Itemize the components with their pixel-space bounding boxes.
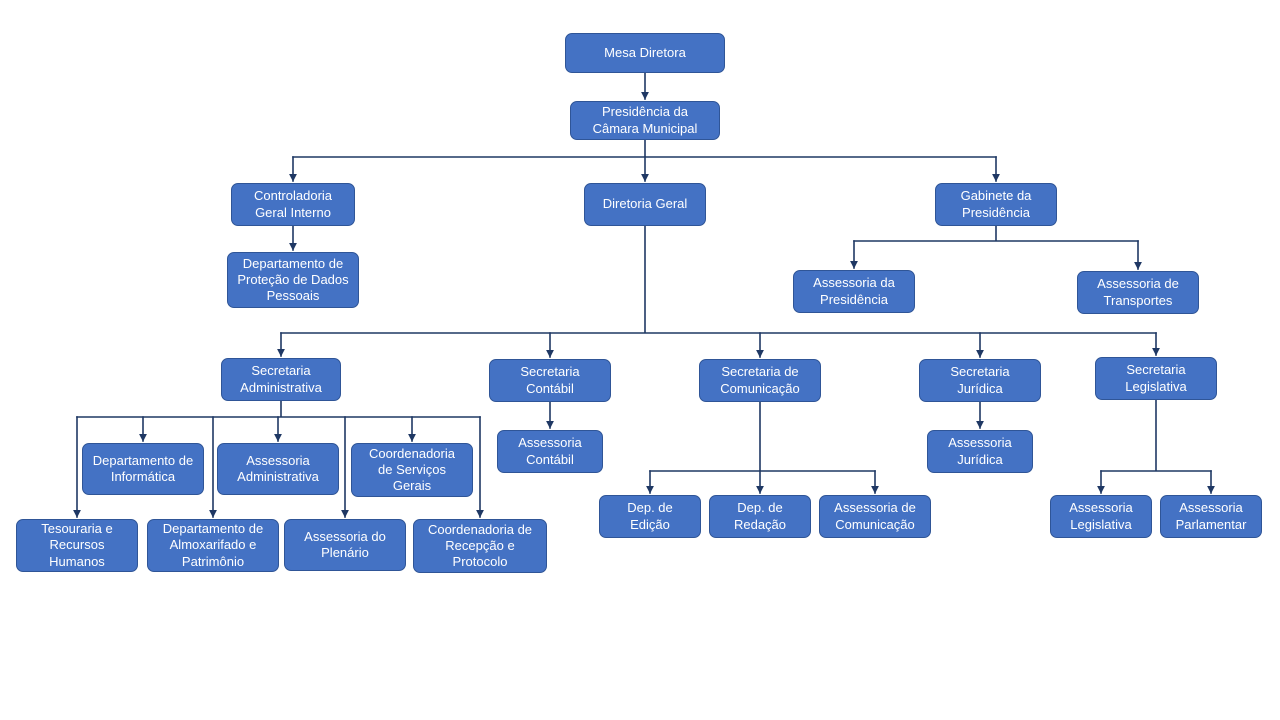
org-node-label: Assessoria Parlamentar bbox=[1175, 500, 1247, 532]
org-node-secretaria-juridica[interactable]: Secretaria Jurídica bbox=[919, 359, 1041, 402]
org-node-label: Secretaria Jurídica bbox=[950, 364, 1010, 396]
org-node-label: Assessoria Administrativa bbox=[237, 452, 319, 484]
org-node-label: Presidência da Câmara Municipal bbox=[592, 104, 698, 136]
org-node-gabinete-presidencia[interactable]: Gabinete da Presidência bbox=[935, 183, 1057, 226]
org-node-label: Assessoria Contábil bbox=[518, 435, 582, 467]
org-node-assessoria-comunicacao[interactable]: Assessoria de Comunicação bbox=[819, 495, 931, 538]
org-node-label: Dep. de Redação bbox=[733, 500, 787, 532]
org-node-assessoria-juridica[interactable]: Assessoria Jurídica bbox=[927, 430, 1033, 473]
org-node-label: Assessoria do Plenário bbox=[304, 528, 386, 560]
org-node-controladoria[interactable]: Controladoria Geral Interno bbox=[231, 183, 355, 226]
org-node-label: Coordenadoria de Serviços Gerais bbox=[368, 445, 455, 494]
org-node-assessoria-administrativa[interactable]: Assessoria Administrativa bbox=[217, 443, 339, 495]
org-node-tesouraria-recursos-humanos[interactable]: Tesouraria e Recursos Humanos bbox=[16, 519, 138, 572]
org-node-assessoria-presidencia[interactable]: Assessoria da Presidência bbox=[793, 270, 915, 313]
org-node-dep-informatica[interactable]: Departamento de Informática bbox=[82, 443, 204, 495]
org-node-assessoria-legislativa[interactable]: Assessoria Legislativa bbox=[1050, 495, 1152, 538]
org-node-label: Assessoria da Presidência bbox=[813, 275, 895, 307]
org-node-secretaria-administrativa[interactable]: Secretaria Administrativa bbox=[221, 358, 341, 401]
org-node-label: Assessoria de Comunicação bbox=[834, 500, 916, 532]
org-node-label: Coordenadoria de Recepção e Protocolo bbox=[427, 521, 533, 570]
org-node-coord-recepcao-protocolo[interactable]: Coordenadoria de Recepção e Protocolo bbox=[413, 519, 547, 573]
org-node-label: Tesouraria e Recursos Humanos bbox=[41, 521, 113, 569]
org-node-label: Dep. de Edição bbox=[627, 500, 673, 532]
org-node-secretaria-comunicacao[interactable]: Secretaria de Comunicação bbox=[699, 359, 821, 402]
org-node-label: Assessoria Legislativa bbox=[1069, 500, 1133, 532]
org-node-assessoria-parlamentar[interactable]: Assessoria Parlamentar bbox=[1160, 495, 1262, 538]
org-node-diretoria-geral[interactable]: Diretoria Geral bbox=[584, 183, 706, 226]
org-node-dep-almoxarifado-patrimonio[interactable]: Departamento de Almoxarifado e Patrimôni… bbox=[147, 519, 279, 572]
org-node-label: Assessoria de Transportes bbox=[1097, 276, 1179, 308]
org-node-coord-servicos-gerais[interactable]: Coordenadoria de Serviços Gerais bbox=[351, 443, 473, 497]
org-node-dep-edicao[interactable]: Dep. de Edição bbox=[599, 495, 701, 538]
org-node-label: Secretaria Administrativa bbox=[240, 363, 322, 395]
org-node-label: Secretaria Legislativa bbox=[1125, 362, 1187, 394]
org-node-label: Departamento de Informática bbox=[92, 452, 194, 484]
org-node-assessoria-plenario[interactable]: Assessoria do Plenário bbox=[284, 519, 406, 571]
org-node-dep-protecao-dados[interactable]: Departamento de Proteção de Dados Pessoa… bbox=[227, 252, 359, 308]
org-node-presidencia-camara[interactable]: Presidência da Câmara Municipal bbox=[570, 101, 720, 140]
org-node-label: Departamento de Almoxarifado e Patrimôni… bbox=[162, 521, 264, 569]
org-node-secretaria-legislativa[interactable]: Secretaria Legislativa bbox=[1095, 357, 1217, 400]
org-node-secretaria-contabil[interactable]: Secretaria Contábil bbox=[489, 359, 611, 402]
org-node-assessoria-transportes[interactable]: Assessoria de Transportes bbox=[1077, 271, 1199, 314]
org-node-label: Controladoria Geral Interno bbox=[253, 188, 333, 220]
org-node-mesa-diretora[interactable]: Mesa Diretora bbox=[565, 33, 725, 73]
org-node-label: Mesa Diretora bbox=[604, 44, 686, 60]
org-node-label: Secretaria de Comunicação bbox=[720, 364, 800, 396]
org-node-label: Departamento de Proteção de Dados Pessoa… bbox=[237, 255, 349, 304]
org-node-assessoria-contabil[interactable]: Assessoria Contábil bbox=[497, 430, 603, 473]
org-node-label: Assessoria Jurídica bbox=[948, 435, 1012, 467]
org-node-label: Diretoria Geral bbox=[602, 196, 688, 212]
org-node-label: Secretaria Contábil bbox=[520, 364, 580, 396]
org-node-label: Gabinete da Presidência bbox=[960, 188, 1032, 220]
org-node-dep-redacao[interactable]: Dep. de Redação bbox=[709, 495, 811, 538]
